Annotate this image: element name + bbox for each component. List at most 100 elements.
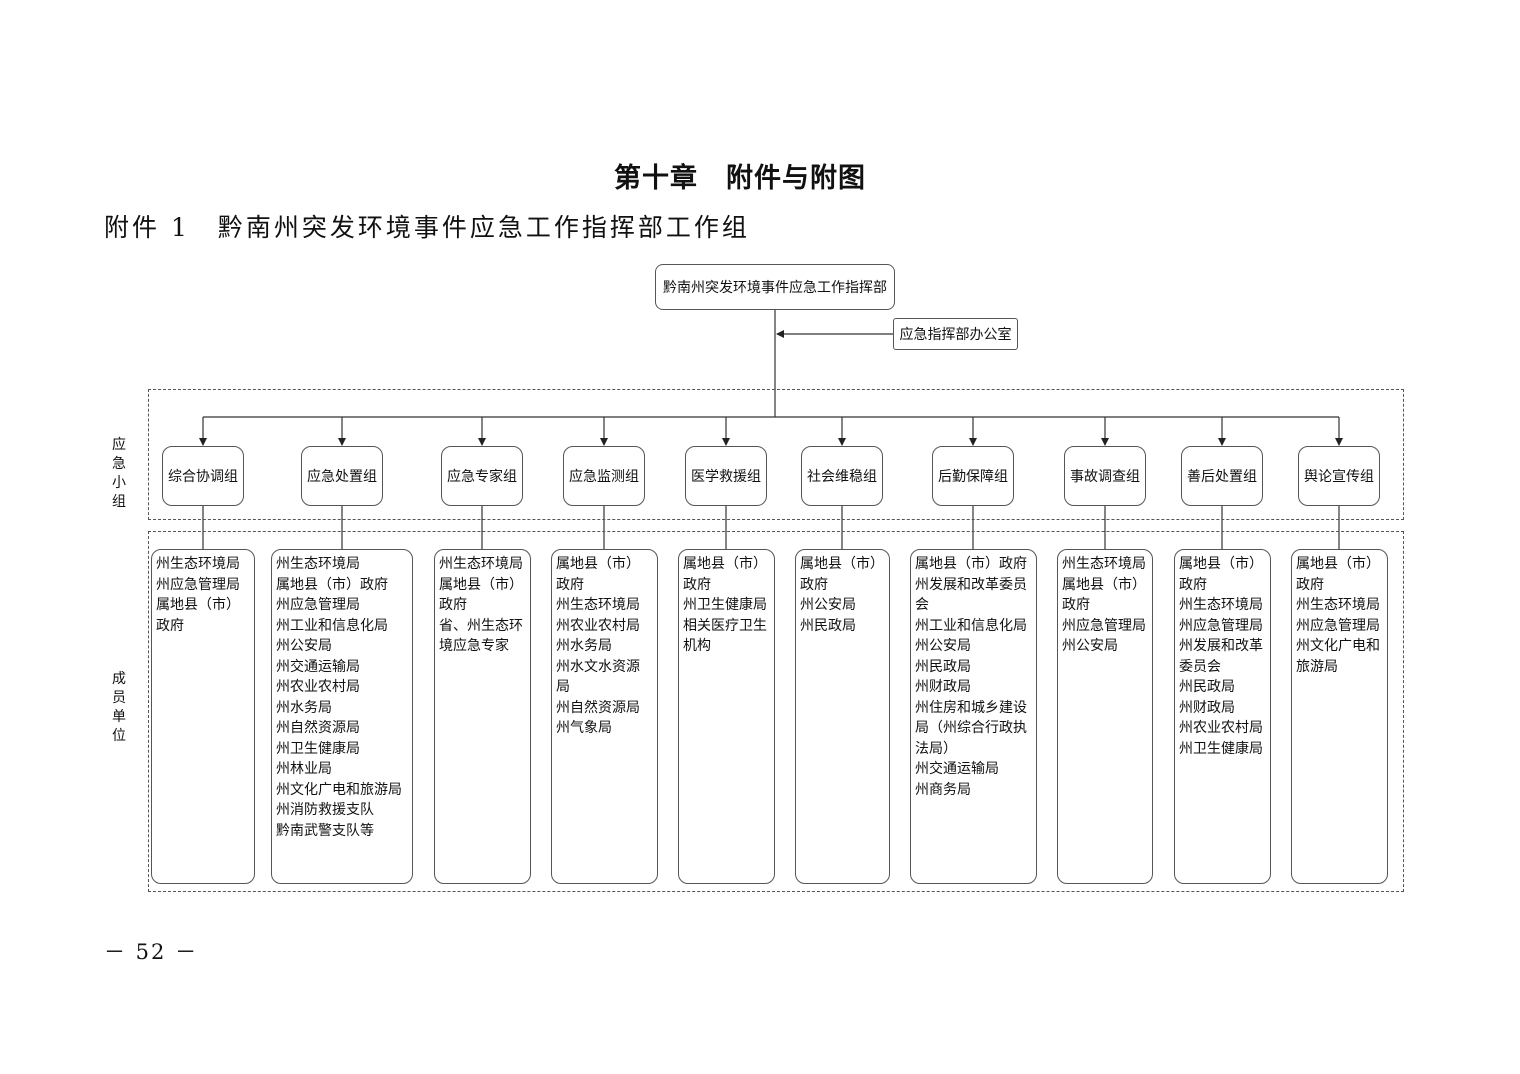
member-unit: 州生态环境局 bbox=[439, 556, 523, 572]
member-unit: 州应急管理局 bbox=[1296, 617, 1380, 634]
member-list: 属地县（市）政府州生态环境局州应急管理局州发展和改革委员会州民政局州财政局州农业… bbox=[1174, 549, 1271, 884]
group-box: 综合协调组 bbox=[162, 446, 244, 506]
group-box: 善后处置组 bbox=[1181, 446, 1263, 506]
member-unit: 州自然资源局 bbox=[556, 699, 640, 716]
group-box: 应急处置组 bbox=[301, 446, 383, 506]
member-unit: 州水务局 bbox=[276, 699, 332, 716]
member-unit: 州公安局 bbox=[915, 638, 971, 654]
member-unit: 州卫生健康局 bbox=[1179, 740, 1263, 757]
member-unit: 州公安局 bbox=[1062, 638, 1118, 654]
group-name: 医学救援组 bbox=[691, 469, 761, 485]
members-frame bbox=[148, 531, 1404, 892]
member-unit: 州文化广电和旅游局 bbox=[1296, 638, 1380, 675]
member-unit: 州生态环境局 bbox=[156, 556, 240, 572]
group-box: 舆论宣传组 bbox=[1298, 446, 1380, 506]
member-unit: 属地县（市）政府 bbox=[683, 556, 767, 593]
member-unit: 相关医疗卫生机构 bbox=[683, 617, 767, 655]
member-unit: 州农业农村局 bbox=[1179, 720, 1263, 736]
group-name: 后勤保障组 bbox=[938, 469, 1008, 485]
member-unit: 州发展和改革委员会 bbox=[915, 576, 1027, 614]
member-list: 州生态环境局属地县（市）政府州应急管理局州工业和信息化局州公安局州交通运输局州农… bbox=[271, 549, 413, 884]
group-box: 应急监测组 bbox=[563, 446, 645, 506]
member-list: 属地县（市）政府州生态环境局州农业农村局州水务局州水文水资源局州自然资源局州气象… bbox=[551, 549, 658, 884]
group-box: 应急专家组 bbox=[441, 446, 523, 506]
group-name: 综合协调组 bbox=[168, 469, 238, 485]
member-unit: 州民政局 bbox=[800, 617, 856, 634]
member-unit: 州应急管理局 bbox=[276, 597, 360, 613]
members-section-label: 成员单位 bbox=[112, 671, 126, 744]
member-unit: 省、州生态环境应急专家 bbox=[439, 617, 523, 655]
member-unit: 州生态环境局 bbox=[1179, 597, 1263, 613]
member-unit: 州应急管理局 bbox=[156, 576, 240, 593]
group-name: 舆论宣传组 bbox=[1304, 469, 1374, 485]
group-name: 应急专家组 bbox=[447, 469, 517, 485]
member-unit: 州卫生健康局 bbox=[683, 597, 767, 613]
member-unit: 属地县（市）政府 bbox=[156, 597, 240, 634]
headquarters-label: 黔南州突发环境事件应急工作指挥部 bbox=[663, 280, 887, 296]
group-box: 医学救援组 bbox=[685, 446, 767, 506]
member-unit: 州公安局 bbox=[276, 638, 332, 654]
member-unit: 州住房和城乡建设局（州综合行政执法局） bbox=[915, 699, 1027, 757]
member-unit: 州应急管理局 bbox=[1062, 617, 1146, 634]
group-name: 应急处置组 bbox=[307, 469, 377, 485]
group-name: 事故调查组 bbox=[1070, 469, 1140, 485]
member-unit: 属地县（市）政府 bbox=[800, 556, 884, 593]
member-unit: 州生态环境局 bbox=[1062, 556, 1146, 572]
annex-title: 附件 1 黔南州突发环境事件应急工作指挥部工作组 bbox=[104, 213, 750, 242]
member-unit: 州农业农村局 bbox=[276, 679, 360, 695]
member-unit: 州商务局 bbox=[915, 781, 971, 798]
member-unit: 州民政局 bbox=[1179, 679, 1235, 695]
member-unit: 州生态环境局 bbox=[556, 597, 640, 613]
member-unit: 州工业和信息化局 bbox=[276, 617, 388, 634]
member-unit: 州自然资源局 bbox=[276, 720, 360, 736]
member-list: 属地县（市）政府州生态环境局州应急管理局州文化广电和旅游局 bbox=[1291, 549, 1388, 884]
member-list: 属地县（市）政府州公安局州民政局 bbox=[795, 549, 890, 884]
headquarters-box: 黔南州突发环境事件应急工作指挥部 bbox=[655, 264, 895, 310]
member-unit: 州生态环境局 bbox=[276, 556, 360, 572]
member-unit: 属地县（市）政府 bbox=[915, 556, 1027, 572]
office-label: 应急指挥部办公室 bbox=[899, 327, 1012, 343]
member-unit: 黔南武警支队等 bbox=[276, 822, 374, 839]
member-unit: 州应急管理局 bbox=[1179, 617, 1263, 634]
group-box: 社会维稳组 bbox=[801, 446, 883, 506]
member-unit: 州民政局 bbox=[915, 658, 971, 675]
member-unit: 州发展和改革委员会 bbox=[1179, 638, 1263, 675]
member-unit: 属地县（市）政府 bbox=[439, 576, 523, 614]
member-unit: 州财政局 bbox=[915, 679, 971, 695]
member-unit: 属地县（市）政府 bbox=[1296, 556, 1380, 593]
chapter-title: 第十章 附件与附图 bbox=[614, 163, 866, 194]
member-unit: 州水文水资源局 bbox=[556, 658, 640, 696]
member-unit: 州卫生健康局 bbox=[276, 740, 360, 757]
member-unit: 州水务局 bbox=[556, 638, 612, 654]
member-unit: 州财政局 bbox=[1179, 699, 1235, 716]
group-box: 事故调查组 bbox=[1064, 446, 1146, 506]
groups-frame bbox=[148, 389, 1404, 520]
member-unit: 州交通运输局 bbox=[915, 761, 999, 777]
member-unit: 属地县（市）政府 bbox=[556, 556, 640, 593]
member-unit: 州气象局 bbox=[556, 720, 612, 736]
member-unit: 属地县（市）政府 bbox=[1062, 576, 1146, 614]
groups-section-label: 应急小组 bbox=[112, 437, 126, 510]
member-unit: 州公安局 bbox=[800, 597, 856, 613]
office-box: 应急指挥部办公室 bbox=[893, 318, 1018, 350]
group-name: 应急监测组 bbox=[569, 469, 639, 485]
group-name: 社会维稳组 bbox=[807, 469, 877, 485]
group-name: 善后处置组 bbox=[1187, 469, 1257, 485]
group-box: 后勤保障组 bbox=[932, 446, 1014, 506]
member-unit: 州生态环境局 bbox=[1296, 597, 1380, 613]
member-unit: 州交通运输局 bbox=[276, 658, 360, 675]
page-number: － 52 － bbox=[104, 940, 199, 964]
member-list: 属地县（市）政府州卫生健康局相关医疗卫生机构 bbox=[678, 549, 775, 884]
member-list: 属地县（市）政府州发展和改革委员会州工业和信息化局州公安局州民政局州财政局州住房… bbox=[910, 549, 1037, 884]
member-unit: 属地县（市）政府 bbox=[1179, 556, 1263, 593]
member-unit: 州消防救援支队 bbox=[276, 802, 374, 818]
member-list: 州生态环境局属地县（市）政府州应急管理局州公安局 bbox=[1057, 549, 1153, 884]
member-list: 州生态环境局州应急管理局属地县（市）政府 bbox=[151, 549, 255, 884]
member-unit: 属地县（市）政府 bbox=[276, 576, 388, 593]
member-list: 州生态环境局属地县（市）政府省、州生态环境应急专家 bbox=[434, 549, 531, 884]
member-unit: 州林业局 bbox=[276, 761, 332, 777]
member-unit: 州工业和信息化局 bbox=[915, 617, 1027, 634]
member-unit: 州农业农村局 bbox=[556, 617, 640, 634]
member-unit: 州文化广电和旅游局 bbox=[276, 781, 402, 798]
